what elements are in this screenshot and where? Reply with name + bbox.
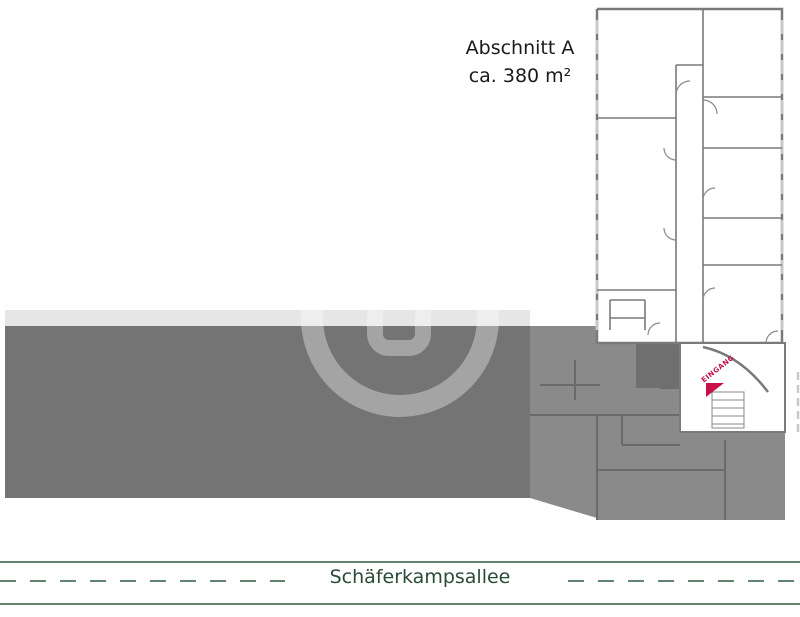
section-a-plan — [595, 7, 784, 345]
stair-core — [636, 343, 680, 388]
watermark-band — [5, 310, 530, 326]
section-label: Abschnitt A ca. 380 m² — [440, 34, 600, 90]
occupied-block-center — [530, 326, 785, 520]
entrance-lobby — [679, 342, 786, 433]
street-name: Schäferkampsallee — [329, 566, 511, 588]
section-name: Abschnitt A — [465, 37, 575, 59]
occupied-block-west — [5, 326, 530, 498]
section-a-windows — [595, 20, 784, 330]
entrance-marker — [706, 383, 724, 397]
lobby-stairs — [711, 391, 745, 429]
door-swings — [647, 80, 779, 344]
section-a-rooms — [597, 9, 782, 343]
section-area: ca. 380 m² — [468, 65, 572, 87]
watermark-logo — [301, 219, 499, 417]
entrance-curve-wall — [702, 345, 769, 393]
